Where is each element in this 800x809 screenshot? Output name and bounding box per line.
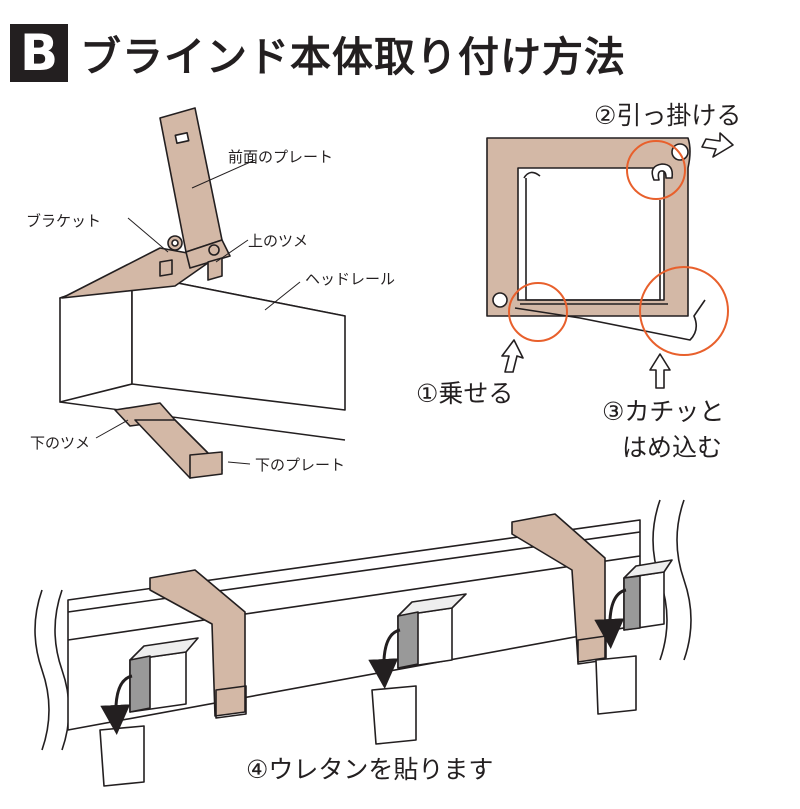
label-bracket: ブラケット [26, 212, 101, 230]
label-head-rail: ヘッドレール [305, 270, 395, 288]
title-row: B ブラインド本体取り付け方法 [10, 18, 626, 88]
peel-arrow-left-icon [100, 674, 133, 735]
right-bracket [511, 513, 606, 663]
head-rail-face [131, 273, 346, 411]
label-step2: ②引っ掛ける [594, 101, 741, 130]
label-lower-claw: 下のツメ [30, 434, 90, 452]
label-step4: ④ウレタンを貼ります [246, 755, 493, 784]
urethane-pad-right [623, 559, 673, 631]
label-step1: ①乗せる [416, 379, 513, 408]
rail-installed-view [34, 499, 692, 787]
peel-arrow-right-icon [594, 588, 627, 649]
highlight-step2 [626, 140, 686, 200]
label-step3-line2: はめ込む [622, 433, 722, 462]
spring-clip [514, 299, 706, 341]
arrow-step2-icon [701, 132, 734, 158]
backing-paper-left [99, 725, 145, 787]
arrow-step1-icon [501, 339, 524, 373]
peel-arrow-center-icon [368, 628, 401, 689]
label-step3-line1: ③カチッと [602, 397, 724, 426]
urethane-pad-left [129, 637, 199, 713]
backing-paper-center [371, 685, 417, 745]
backing-paper-right [595, 655, 637, 715]
page-title: ブラインド本体取り付け方法 [80, 33, 626, 81]
label-upper-claw: 上のツメ [248, 232, 308, 250]
label-front-plate: 前面のプレート [228, 148, 333, 166]
section-badge: B [10, 24, 68, 82]
left-bracket [149, 569, 246, 717]
highlight-step3 [639, 266, 729, 356]
front-plate [159, 107, 223, 253]
highlight-step1 [508, 282, 568, 342]
label-lower-plate: 下のプレート [255, 456, 345, 474]
arrow-step3-icon [649, 353, 671, 389]
urethane-pad-center [397, 593, 467, 669]
cross-section-view [486, 132, 734, 389]
bracket-assembly-view [59, 107, 346, 479]
